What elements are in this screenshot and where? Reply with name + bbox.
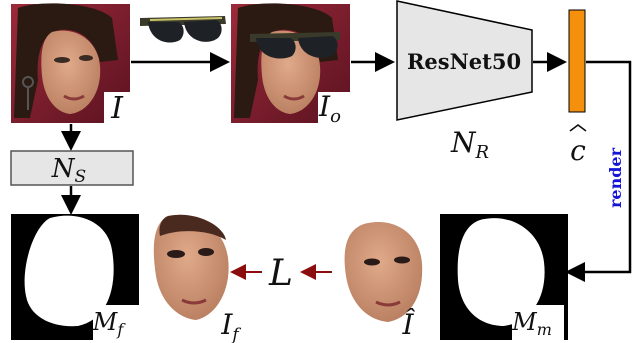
segmentation-net-label: NS [51,154,86,187]
face-image [153,214,229,320]
sunglasses-icon [140,16,226,43]
occluded-image-label: Io [318,90,341,127]
code-vector [568,9,586,113]
rendered-face-label: Î [401,308,415,341]
segmentation-net-box [10,150,134,186]
face-mask-label: Mf [92,308,127,339]
hat-icon [569,124,587,132]
resnet-block [396,0,533,121]
render-mask-label: Mm [511,308,552,339]
resnet-caption: NR [450,126,489,163]
rendered-face-image [344,221,423,322]
arrow-render-path [565,60,632,282]
loss-label: L [268,253,293,294]
occluded-image [231,3,350,123]
face-image-label: If [220,308,241,343]
render-label: render [606,147,625,208]
resnet-label: ResNet50 [407,49,521,74]
code-label: c [570,134,586,167]
input-image [11,3,130,123]
earring-icon [22,76,34,110]
input-image-label: I [110,91,124,126]
